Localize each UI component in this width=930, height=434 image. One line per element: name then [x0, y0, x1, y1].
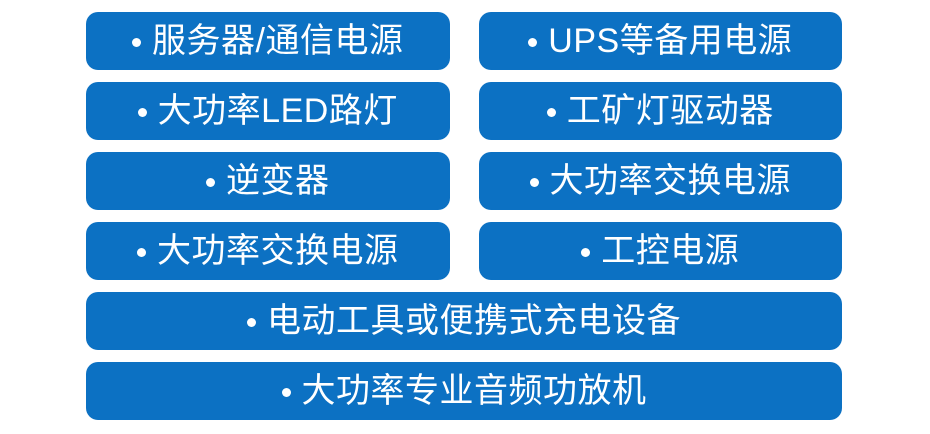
pill-label: 工矿灯驱动器 — [566, 92, 774, 130]
pill-row: 大功率LED路灯 工矿灯驱动器 — [86, 82, 842, 140]
pill-label: UPS等备用电源 — [548, 22, 793, 60]
dot-bullet-icon — [281, 387, 291, 397]
pill-content: 逆变器 — [206, 164, 330, 198]
dot-bullet-icon — [529, 177, 539, 187]
application-pill[interactable]: 电动工具或便携式充电设备 — [86, 292, 842, 350]
pill-row: 服务器/通信电源 UPS等备用电源 — [86, 12, 842, 70]
pill-label: 电动工具或便携式充电设备 — [267, 302, 681, 340]
application-pill[interactable]: 大功率专业音频功放机 — [86, 362, 842, 420]
pill-label: 大功率LED路灯 — [157, 92, 398, 130]
application-pill[interactable]: 逆变器 — [86, 152, 450, 210]
pill-label: 大功率专业音频功放机 — [301, 372, 647, 410]
dot-bullet-icon — [528, 37, 538, 47]
application-pill[interactable]: 工矿灯驱动器 — [478, 82, 842, 140]
application-pill[interactable]: 工控电源 — [478, 222, 842, 280]
dot-bullet-icon — [137, 107, 147, 117]
dot-bullet-icon — [247, 317, 256, 327]
dot-bullet-icon — [132, 37, 142, 47]
pill-label: 服务器/通信电源 — [152, 22, 404, 60]
pill-row: 电动工具或便携式充电设备 — [86, 292, 842, 350]
application-pill[interactable]: 大功率交换电源 — [478, 152, 842, 210]
pill-label: 逆变器 — [226, 162, 330, 200]
application-pill[interactable]: UPS等备用电源 — [478, 12, 842, 70]
pill-content: 工控电源 — [581, 234, 739, 268]
pill-content: 大功率LED路灯 — [137, 92, 398, 130]
application-pill[interactable]: 大功率交换电源 — [86, 222, 450, 280]
dot-bullet-icon — [206, 177, 215, 187]
pill-content: 工矿灯驱动器 — [546, 92, 774, 130]
pill-content: 大功率交换电源 — [137, 234, 399, 268]
pill-content: 大功率专业音频功放机 — [281, 372, 647, 410]
pill-row: 逆变器 大功率交换电源 — [86, 152, 842, 210]
dot-bullet-icon — [137, 247, 146, 257]
pill-label: 大功率交换电源 — [157, 232, 399, 270]
dot-bullet-icon — [546, 107, 556, 117]
dot-bullet-icon — [581, 247, 591, 257]
application-pill[interactable]: 服务器/通信电源 — [86, 12, 450, 70]
pill-label: 大功率交换电源 — [549, 162, 791, 200]
pill-content: UPS等备用电源 — [528, 24, 792, 58]
pill-content: 大功率交换电源 — [529, 162, 792, 200]
pill-row: 大功率专业音频功放机 — [86, 362, 842, 420]
pill-label: 工控电源 — [601, 232, 740, 270]
pill-content: 电动工具或便携式充电设备 — [247, 304, 681, 338]
pill-row: 大功率交换电源 工控电源 — [86, 222, 842, 280]
application-pill[interactable]: 大功率LED路灯 — [86, 82, 450, 140]
pill-content: 服务器/通信电源 — [132, 24, 403, 58]
